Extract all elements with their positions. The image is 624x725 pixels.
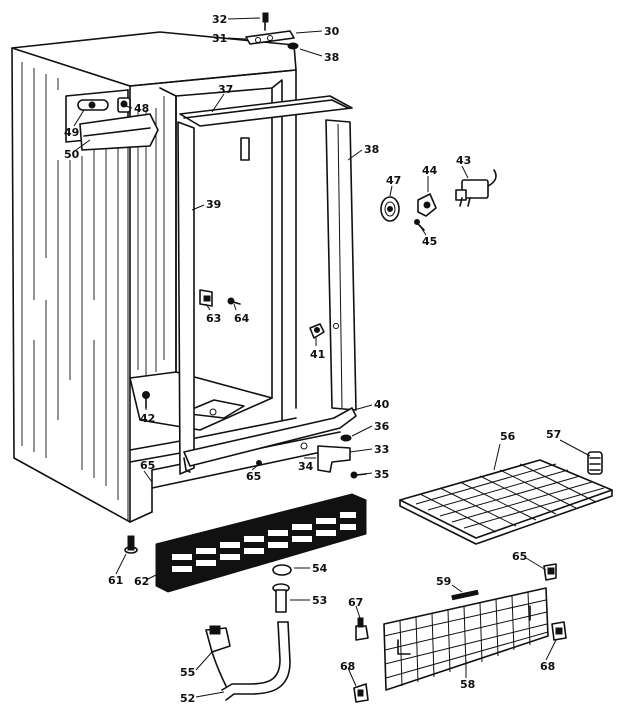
thermostat-group xyxy=(65,89,159,151)
right-breaker-strip xyxy=(325,119,357,411)
switch-44 xyxy=(417,193,437,217)
label-44: 44 xyxy=(422,164,438,177)
bottom-hinge-33 xyxy=(300,442,351,473)
drain-cap-54 xyxy=(272,564,292,576)
label-67: 67 xyxy=(348,596,363,609)
label-65-cabinet: 65 xyxy=(140,459,155,472)
shelf-clip-57 xyxy=(587,451,603,475)
light-socket-47 xyxy=(380,196,400,222)
light-switch-group xyxy=(380,169,497,231)
callout-labels: 32 31 30 38 37 38 39 48 49 50 63 64 41 4… xyxy=(64,13,561,705)
part-63-bracket xyxy=(199,289,213,307)
label-42: 42 xyxy=(140,412,155,425)
label-41: 41 xyxy=(310,348,325,361)
basket-support-68-left xyxy=(353,683,369,703)
part-41-clip xyxy=(309,323,325,339)
label-32: 32 xyxy=(212,13,227,26)
label-57: 57 xyxy=(546,428,561,441)
relay-43 xyxy=(455,169,497,207)
label-38: 38 xyxy=(364,143,379,156)
screw-35 xyxy=(350,471,367,479)
label-53: 53 xyxy=(312,594,327,607)
left-breaker-strip xyxy=(177,121,195,475)
top-hinge-30 xyxy=(245,30,295,45)
label-68-right: 68 xyxy=(540,660,555,673)
label-47: 47 xyxy=(386,174,401,187)
label-35: 35 xyxy=(374,468,389,481)
label-36-top: 38 xyxy=(324,51,339,64)
label-49: 49 xyxy=(64,126,79,139)
label-36-bottom: 36 xyxy=(374,420,390,433)
drain-group xyxy=(205,564,292,701)
kickplate-grille-62 xyxy=(155,493,367,593)
wire-shelf-56 xyxy=(399,459,613,545)
grille-body xyxy=(155,493,367,593)
hinge-washer-36 xyxy=(287,42,299,50)
liner-vent xyxy=(240,137,250,161)
label-52: 52 xyxy=(180,692,195,705)
label-68-left: 68 xyxy=(340,660,355,673)
side-hatching xyxy=(21,62,165,500)
label-65-basket: 65 xyxy=(512,550,527,563)
cabinet-front-top-edge xyxy=(129,69,297,409)
label-40: 40 xyxy=(374,398,390,411)
leveling-leg-61 xyxy=(124,535,138,554)
label-30: 30 xyxy=(324,25,340,38)
breaker-frame xyxy=(177,95,357,475)
cabinet xyxy=(11,31,341,523)
label-37: 37 xyxy=(218,83,233,96)
liner-floor xyxy=(129,371,273,431)
basket-body xyxy=(383,587,549,691)
label-61: 61 xyxy=(108,574,123,587)
label-64: 64 xyxy=(234,312,250,325)
label-33: 33 xyxy=(374,443,389,456)
basket-grid xyxy=(383,591,549,687)
basket-clip-65 xyxy=(543,563,557,581)
grille-slots xyxy=(172,512,356,572)
label-55: 55 xyxy=(180,666,195,679)
label-31: 31 xyxy=(212,32,227,45)
label-45: 45 xyxy=(422,235,437,248)
shelf-wires xyxy=(415,463,605,533)
label-43: 43 xyxy=(456,154,471,167)
hinge-screw-32 xyxy=(262,12,269,31)
drain-bracket-55 xyxy=(205,625,231,687)
label-62: 62 xyxy=(134,575,149,588)
label-63: 63 xyxy=(206,312,221,325)
label-34: 34 xyxy=(298,460,314,473)
drain-tube-53 xyxy=(272,583,290,613)
label-39: 39 xyxy=(206,198,221,211)
label-54: 54 xyxy=(312,562,328,575)
screw-65 xyxy=(256,460,262,466)
basket-support-67 xyxy=(355,617,369,641)
bottom-breaker-strip xyxy=(183,407,357,467)
leader-lines xyxy=(73,17,591,698)
basket-handle-59 xyxy=(451,589,479,601)
basket-58 xyxy=(383,587,549,691)
label-59: 59 xyxy=(436,575,451,588)
label-48: 48 xyxy=(134,102,149,115)
label-50: 50 xyxy=(64,148,80,161)
label-58: 58 xyxy=(460,678,475,691)
drain-hose-52 xyxy=(221,621,281,691)
bottom-washer-36 xyxy=(340,434,352,442)
part-64-screw xyxy=(227,297,241,305)
basket-support-68-right xyxy=(551,621,567,641)
label-56: 56 xyxy=(500,430,516,443)
screw-45 xyxy=(414,219,425,231)
label-65-front: 65 xyxy=(246,470,261,483)
top-hinge-group xyxy=(245,12,299,50)
